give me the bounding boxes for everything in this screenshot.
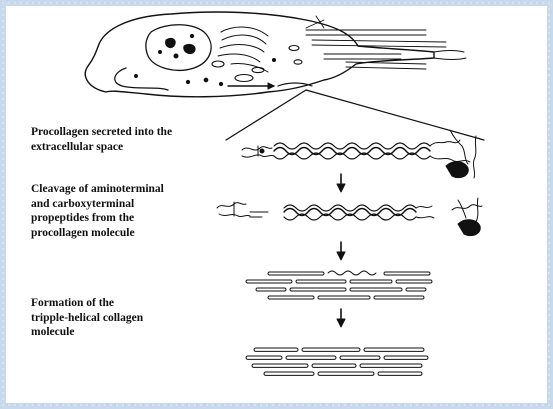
step-arrow-2 — [337, 242, 345, 260]
collagen-fibril — [246, 348, 428, 375]
secretory-pathway-arrow — [228, 83, 312, 89]
cell-nucleus — [146, 25, 211, 71]
step-2-caption: Cleavage of aminoterminal and carboxyter… — [31, 182, 164, 240]
fibroblast-cell — [85, 12, 466, 97]
caption-line: propeptides from the — [31, 211, 164, 226]
zoom-lines — [226, 90, 484, 140]
caption-line: Procollagen secreted into the — [31, 125, 172, 140]
caption-line: molecule — [31, 325, 143, 340]
step-arrow-1 — [337, 174, 345, 192]
step-1-caption: Procollagen secreted into the extracellu… — [31, 125, 172, 154]
step-3-caption: Formation of the tripple-helical collage… — [31, 296, 143, 340]
caption-line: Formation of the — [31, 296, 143, 311]
caption-line: and carboxyterminal — [31, 197, 164, 212]
caption-line: procollagen molecule — [31, 226, 164, 241]
caption-line: Cleavage of aminoterminal — [31, 182, 164, 197]
staggered-collagen-molecules — [246, 271, 432, 299]
caption-line: extracellular space — [31, 140, 172, 155]
procollagen-molecule — [242, 130, 476, 178]
cleaved-propeptides-and-molecule — [217, 198, 482, 236]
step-arrow-3 — [337, 309, 345, 327]
figure-panel: Procollagen secreted into the extracellu… — [6, 6, 547, 403]
caption-line: tripple-helical collagen — [31, 311, 143, 326]
